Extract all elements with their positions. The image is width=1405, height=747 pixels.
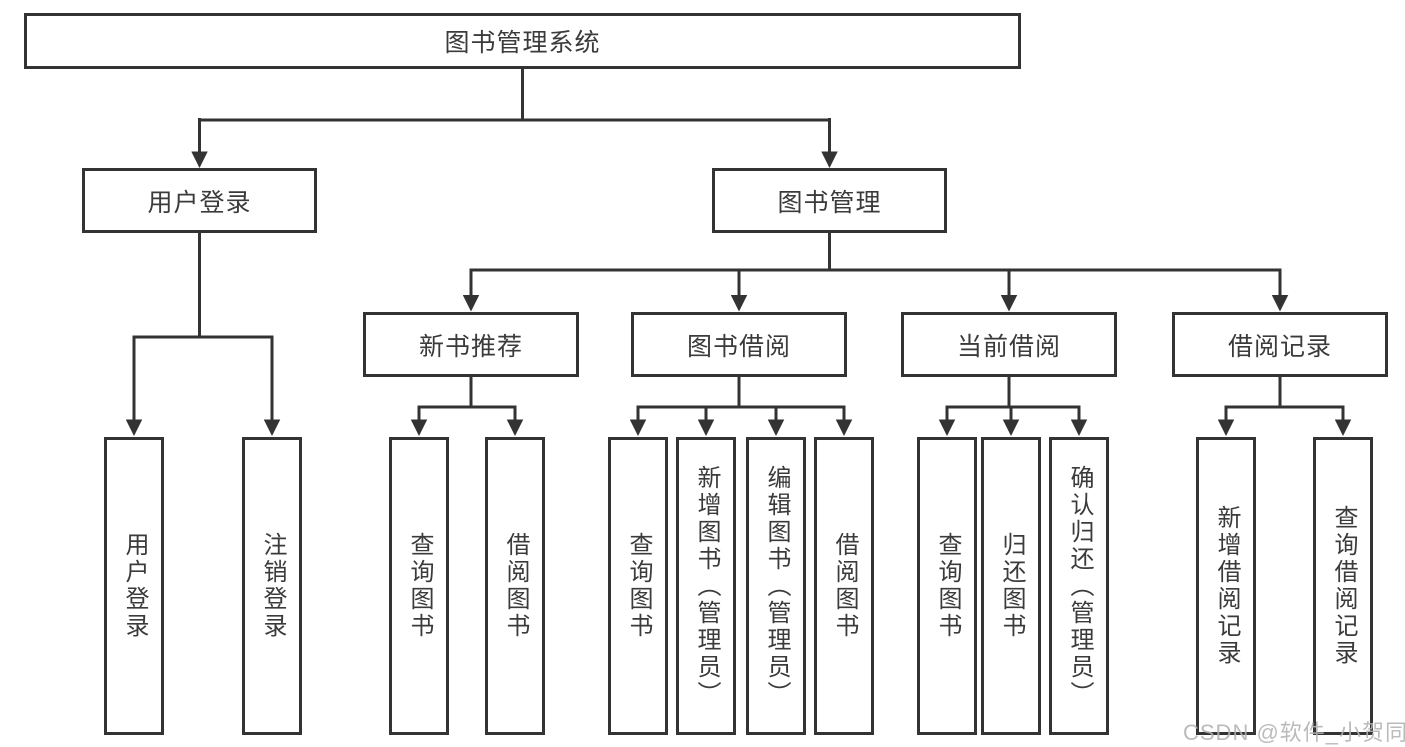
node-borrowing-records: 借阅记录 — [1172, 312, 1388, 377]
leaf-add-borrow-record: 新增借阅记录 — [1196, 437, 1256, 735]
leaf-confirm-return-admin: 确认归还（管理员） — [1049, 437, 1109, 735]
leaf-borrow-books-borrow: 借阅图书 — [814, 437, 874, 735]
node-user-login: 用户登录 — [82, 168, 317, 233]
leaf-edit-book-admin: 编辑图书（管理员） — [746, 437, 806, 735]
node-new-book-recommendation: 新书推荐 — [363, 312, 579, 377]
leaf-borrow-books-recommend: 借阅图书 — [485, 437, 545, 735]
leaf-user-login: 用户登录 — [104, 437, 164, 735]
node-library-management-system: 图书管理系统 — [24, 13, 1021, 69]
leaf-query-books-recommend: 查询图书 — [389, 437, 449, 735]
node-book-borrowing: 图书借阅 — [631, 312, 847, 377]
node-book-management: 图书管理 — [712, 168, 947, 233]
leaf-return-books: 归还图书 — [981, 437, 1041, 735]
leaf-query-borrow-record: 查询借阅记录 — [1313, 437, 1373, 735]
leaf-logout: 注销登录 — [242, 437, 302, 735]
csdn-watermark: CSDN @软件_小贺同学 — [1183, 720, 1405, 745]
leaf-add-book-admin: 新增图书（管理员） — [676, 437, 736, 735]
leaf-query-books-current: 查询图书 — [917, 437, 977, 735]
leaf-query-books-borrow: 查询图书 — [608, 437, 668, 735]
node-current-borrowing: 当前借阅 — [901, 312, 1117, 377]
